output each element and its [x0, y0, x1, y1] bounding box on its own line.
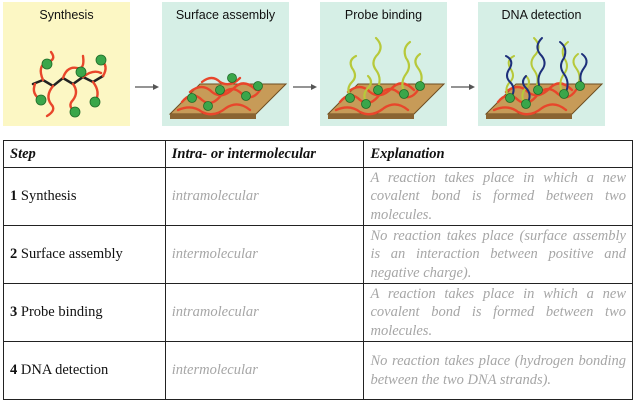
- table-row: 2 Surface assembly intermolecular No rea…: [3, 225, 633, 284]
- step-name: Synthesis: [20, 188, 77, 204]
- panel-synthesis: Synthesis: [3, 2, 130, 126]
- step-name: Surface assembly: [20, 246, 123, 262]
- explanation-cell: A reaction takes place in which a new co…: [363, 167, 633, 226]
- type-cell: intermolecular: [164, 225, 365, 284]
- panel-surface-assembly: Surface assembly: [162, 2, 289, 126]
- arrow-right-icon: [135, 84, 159, 90]
- steps-table: Step Intra- or intermolecular Explanatio…: [3, 140, 633, 400]
- step-number: 2: [10, 246, 18, 262]
- arrow-right-icon: [451, 84, 475, 90]
- table-row: 3 Probe binding intramolecular A reactio…: [3, 283, 633, 342]
- header-explanation: Explanation: [363, 140, 633, 168]
- step-name: Probe binding: [20, 304, 103, 320]
- explanation-cell: No reaction takes place (surface assembl…: [363, 225, 633, 284]
- step-name: DNA detection: [20, 362, 109, 378]
- type-cell: intramolecular: [164, 167, 365, 226]
- dna-illustration: [484, 37, 604, 119]
- step-number: 1: [10, 188, 18, 204]
- table-header-row: Step Intra- or intermolecular Explanatio…: [3, 140, 633, 168]
- explanation-cell: A reaction takes place in which a new co…: [363, 283, 633, 342]
- panel-title-dna-detection: DNA detection: [501, 8, 582, 22]
- type-cell: intermolecular: [164, 341, 365, 400]
- panel-title-synthesis: Synthesis: [39, 8, 94, 22]
- panel-dna-detection: DNA detection: [478, 2, 605, 126]
- step-cell: 4 DNA detection: [3, 341, 166, 400]
- panel-title-surface-assembly: Surface assembly: [175, 8, 276, 22]
- process-figure: Synthesis: [0, 0, 636, 133]
- table-row: 1 Synthesis intramolecular A reaction ta…: [3, 167, 633, 226]
- surface-illustration: [168, 73, 288, 119]
- explanation-cell: No reaction takes place (hydrogen bondin…: [363, 341, 633, 400]
- type-cell: intramolecular: [164, 283, 365, 342]
- arrow-right-icon: [293, 84, 317, 90]
- step-cell: 1 Synthesis: [3, 167, 166, 226]
- step-cell: 3 Probe binding: [3, 283, 166, 342]
- step-number: 3: [10, 304, 18, 320]
- table-row: 4 DNA detection intermolecular No reacti…: [3, 341, 633, 400]
- panel-title-probe-binding: Probe binding: [344, 8, 423, 22]
- polymer-chain-illustration: [31, 50, 107, 118]
- probe-illustration: [326, 36, 446, 119]
- panel-probe-binding: Probe binding: [320, 2, 447, 126]
- step-number: 4: [10, 362, 18, 378]
- header-step: Step: [3, 140, 166, 168]
- header-type: Intra- or intermolecular: [164, 140, 365, 168]
- step-cell: 2 Surface assembly: [3, 225, 166, 284]
